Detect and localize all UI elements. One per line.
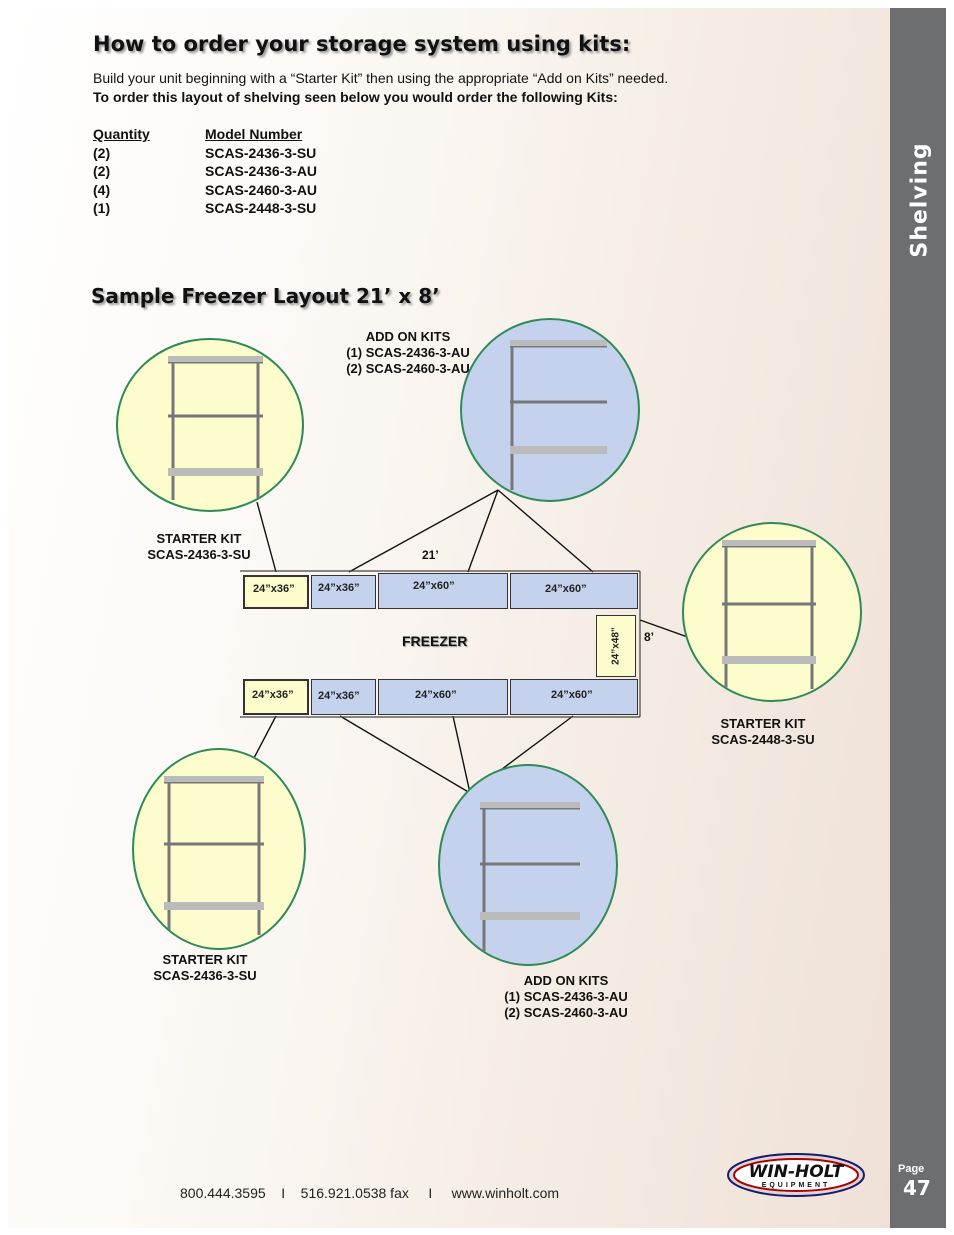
model-header: Model Number <box>205 126 303 142</box>
side-unit-label: 24”x48” <box>610 627 622 665</box>
footer-contact: 800.444.3595 I 516.921.0538 fax I www.wi… <box>180 1185 559 1201</box>
caption-add-on-top: ADD ON KITS (1) SCAS-2436-3-AU (2) SCAS-… <box>318 329 498 377</box>
shelving-unit-icon <box>168 356 263 500</box>
caption-title: STARTER KIT <box>162 952 248 967</box>
connector-line <box>467 489 499 573</box>
caption-line: (2) SCAS-2460-3-AU <box>504 1005 628 1020</box>
shelving-unit-icon <box>480 802 580 954</box>
intro-line-2: To order this layout of shelving seen be… <box>93 89 618 105</box>
caption-line: SCAS-2448-3-SU <box>711 732 815 747</box>
quantity-cell: (2) <box>93 163 111 179</box>
caption-add-on-bottom: ADD ON KITS (1) SCAS-2436-3-AU (2) SCAS-… <box>476 973 656 1021</box>
caption-starter-right: STARTER KIT SCAS-2448-3-SU <box>693 716 833 748</box>
caption-title: ADD ON KITS <box>523 973 609 988</box>
add-on-kit-image-top <box>460 318 640 502</box>
shelving-unit-icon <box>164 776 264 935</box>
shelf-unit-side: 24”x48” <box>596 615 636 677</box>
order-table-header: Quantity Model Number <box>93 126 405 145</box>
shelf-unit-top-1: 24”x36” <box>243 575 309 609</box>
logo-emblem <box>727 1153 865 1197</box>
section-side-band <box>890 8 946 1228</box>
page-label: Page <box>898 1163 925 1175</box>
table-row: (4) SCAS-2460-3-AU <box>93 182 405 201</box>
quantity-cell: (1) <box>93 200 111 216</box>
intro-text: Build your unit beginning with a “Starte… <box>93 69 668 107</box>
shelf-unit-top-4: 24”x60” <box>510 573 638 609</box>
shelf-unit-bottom-3: 24”x60” <box>378 679 508 715</box>
shelf-unit-bottom-1: 24”x36” <box>243 679 309 715</box>
order-heading: How to order your storage system using k… <box>93 32 631 56</box>
caption-starter-bottom-left: STARTER KIT SCAS-2436-3-SU <box>135 952 275 984</box>
caption-title: STARTER KIT <box>156 531 242 546</box>
caption-title: ADD ON KITS <box>365 329 451 344</box>
caption-starter-top-left: STARTER KIT SCAS-2436-3-SU <box>129 531 269 563</box>
quantity-header: Quantity <box>93 126 150 142</box>
caption-title: STARTER KIT <box>720 716 806 731</box>
quantity-cell: (4) <box>93 181 111 198</box>
caption-line: SCAS-2436-3-SU <box>147 547 251 562</box>
footer-separator: I <box>428 1185 433 1201</box>
connector-line <box>497 489 594 573</box>
depth-dimension: 8’ <box>644 630 655 644</box>
logo-sub: EQUIPMENT <box>761 1182 831 1189</box>
model-cell: SCAS-2436-3-SU <box>205 144 317 161</box>
quantity-cell: (2) <box>93 144 111 161</box>
model-cell: SCAS-2448-3-SU <box>205 200 317 216</box>
room-label: FREEZER <box>402 633 468 649</box>
connector-line <box>452 715 471 794</box>
footer-phone: 800.444.3595 <box>180 1185 266 1201</box>
shelving-unit-icon <box>510 340 607 490</box>
add-on-kit-image-bottom <box>438 764 618 966</box>
model-cell: SCAS-2460-3-AU <box>205 181 318 198</box>
shelving-unit-icon <box>722 540 816 689</box>
caption-line: (1) SCAS-2436-3-AU <box>504 989 628 1004</box>
starter-kit-image-bottom-left <box>132 748 306 950</box>
page-number: 47 <box>903 1176 931 1200</box>
intro-line-1: Build your unit beginning with a “Starte… <box>93 70 669 86</box>
width-dimension: 21’ <box>422 548 439 562</box>
starter-kit-image-right <box>682 522 862 702</box>
shelf-unit-bottom-4: 24”x60” <box>510 679 638 715</box>
table-row: (2) SCAS-2436-3-AU <box>93 163 405 182</box>
layout-heading: Sample Freezer Layout 21’ x 8’ <box>91 284 440 308</box>
caption-line: (1) SCAS-2436-3-AU <box>346 345 470 360</box>
table-row: (1) SCAS-2448-3-SU <box>93 200 405 219</box>
connector-line <box>348 489 499 573</box>
footer-fax: 516.921.0538 fax <box>300 1185 409 1201</box>
shelf-unit-bottom-2: 24”x36” <box>311 679 376 715</box>
order-table: Quantity Model Number (2) SCAS-2436-3-SU… <box>93 126 405 219</box>
table-row: (2) SCAS-2436-3-SU <box>93 145 405 164</box>
caption-line: SCAS-2436-3-SU <box>153 968 257 983</box>
shelf-unit-top-3: 24”x60” <box>378 573 508 609</box>
logo-brand: WIN-HOLT <box>748 1162 844 1182</box>
connector-line <box>256 501 277 573</box>
caption-line: (2) SCAS-2460-3-AU <box>346 361 470 376</box>
footer-website[interactable]: www.winholt.com <box>451 1185 560 1201</box>
model-cell: SCAS-2436-3-AU <box>205 163 318 179</box>
shelf-unit-top-2: 24”x36” <box>311 575 376 609</box>
win-holt-logo: WIN-HOLT EQUIPMENT <box>726 1152 866 1198</box>
connector-line <box>339 715 471 794</box>
starter-kit-image-top-left <box>116 338 304 512</box>
footer-separator: I <box>281 1185 286 1201</box>
